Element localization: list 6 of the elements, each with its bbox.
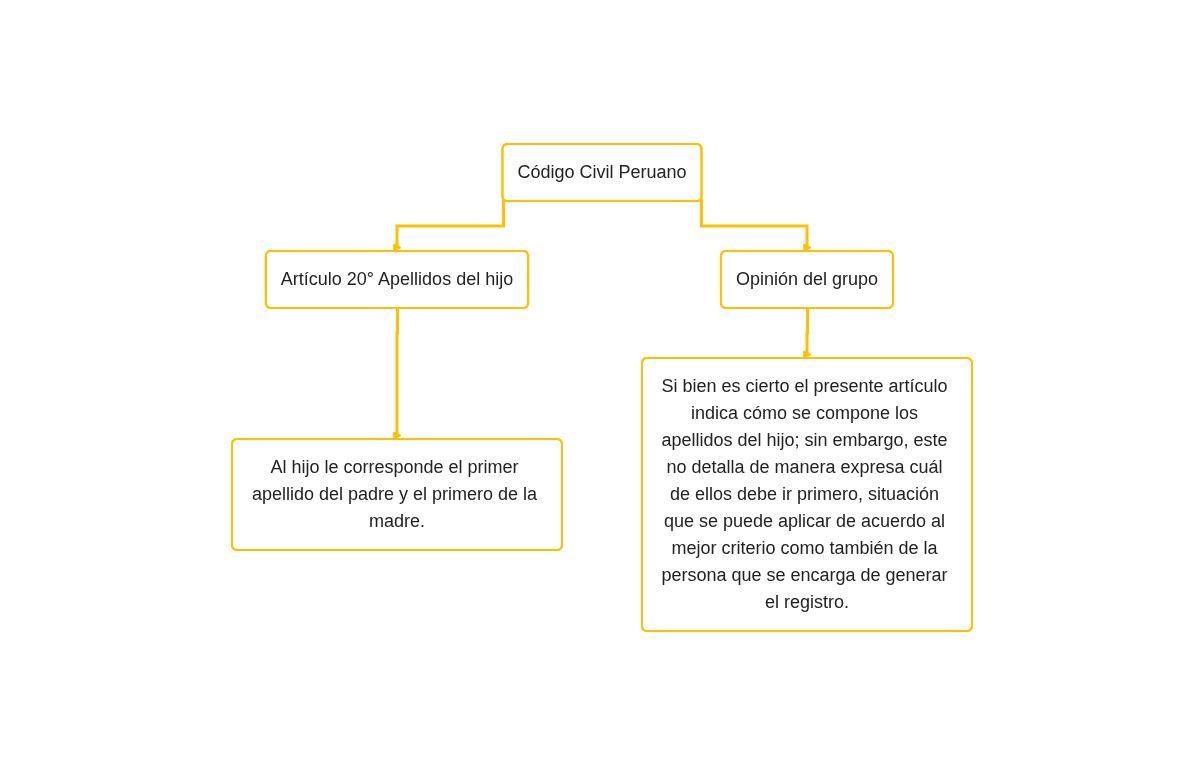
node-text: Si bien es cierto el presente artículo indica cómo se compone los apellidos del hijo; sin embargo, este no detalla de manera expresa cuál de ellos debe ir primero, situación que se puede aplicar de acuerdo al mejor criterio como también de la persona que se encarga de generar el registro. <box>660 375 948 612</box>
arrow <box>802 308 812 359</box>
arrow <box>699 198 812 252</box>
arrow <box>392 308 402 440</box>
node-text: Al hijo le corresponde el primer apellido del padre y el primero de la madre. <box>251 456 537 531</box>
arrow <box>392 198 505 252</box>
